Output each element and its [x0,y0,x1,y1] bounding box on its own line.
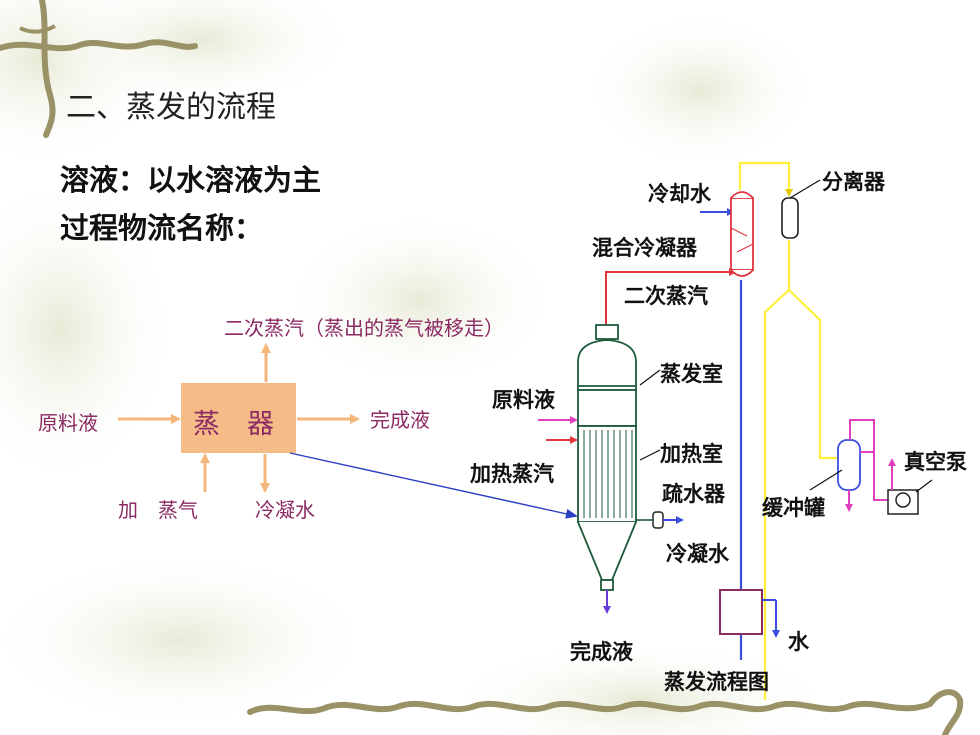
water-label: 水 [788,630,809,654]
heating-chamber-label: 加热室 [660,442,723,466]
feed-label: 原料液 [38,411,98,435]
vine-top-left [0,39,198,52]
vine-bottom [247,700,933,715]
solution-line: 溶液：以水溶液为主 [60,163,322,197]
evaporator-vessel [577,324,637,591]
buffer-tank-label: 缓冲罐 [762,496,825,520]
vacuum-line-yellow [738,161,793,197]
steam-trap [636,511,684,529]
product-equip-label: 完成液 [570,640,633,664]
evaporation-chamber-label: 蒸发室 [660,362,723,386]
mixing-condenser-label: 混合冷凝器 [592,236,697,260]
separator-label: 分离器 [822,170,885,194]
heating-steam-label: 加 蒸气 [118,498,198,522]
evaporator-label: 蒸 器 [193,409,274,440]
seal-tank [719,589,780,638]
separator [781,197,799,239]
condensate-label: 冷凝水 [255,498,315,522]
buffer-tank [837,419,888,512]
stream-names-line: 过程物流名称： [60,211,264,245]
steam-trap-label: 疏水器 [662,482,725,506]
evaporator-box [181,383,296,453]
secondary-vapor-equip-label: 二次蒸汽 [624,284,708,308]
product-label: 完成液 [370,408,430,432]
mixing-condenser [730,191,754,277]
heating-steam-equip-label: 加热蒸汽 [470,462,554,486]
heating-tubes [583,430,633,518]
vacuum-pump-label: 真空泵 [904,450,967,474]
diagram-caption: 蒸发流程图 [664,670,769,694]
pointer-arrow [289,452,578,519]
secondary-vapor-label: 二次蒸汽（蒸出的蒸气被移走） [224,316,504,340]
slide-heading: 二、蒸发的流程 [66,90,276,125]
vapor-pipe [605,268,737,325]
vacuum-pump [887,458,919,515]
condensate-equip-label: 冷凝水 [666,542,729,566]
cooling-water-label: 冷却水 [648,182,711,206]
feed-equip-label: 原料液 [492,388,555,412]
